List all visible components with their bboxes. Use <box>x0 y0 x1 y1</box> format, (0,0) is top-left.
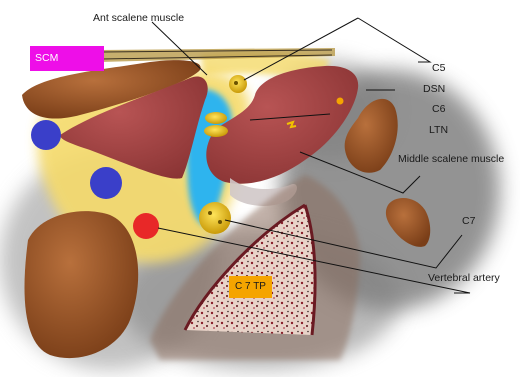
nerve-c7 <box>199 202 231 234</box>
label-dsn: DSN <box>423 83 445 95</box>
vein-left <box>31 120 61 150</box>
label-c6: C6 <box>432 103 445 115</box>
label-vertebral-artery: Vertebral artery <box>428 272 500 284</box>
label-ltn: LTN <box>429 124 448 136</box>
label-middle-scalene-muscle: Middle scalene muscle <box>398 153 504 165</box>
vein-mid <box>90 167 122 199</box>
label-c5: C5 <box>432 62 445 74</box>
label-c7: C7 <box>462 215 475 227</box>
label-ant-scalene-muscle: Ant scalene muscle <box>93 12 184 24</box>
label-c7-tp: C 7 TP <box>229 276 272 298</box>
vertebral-artery <box>133 213 159 239</box>
label-scm: SCM <box>30 46 104 71</box>
nerve-dsn <box>337 98 344 105</box>
nerve-c5 <box>229 75 247 93</box>
